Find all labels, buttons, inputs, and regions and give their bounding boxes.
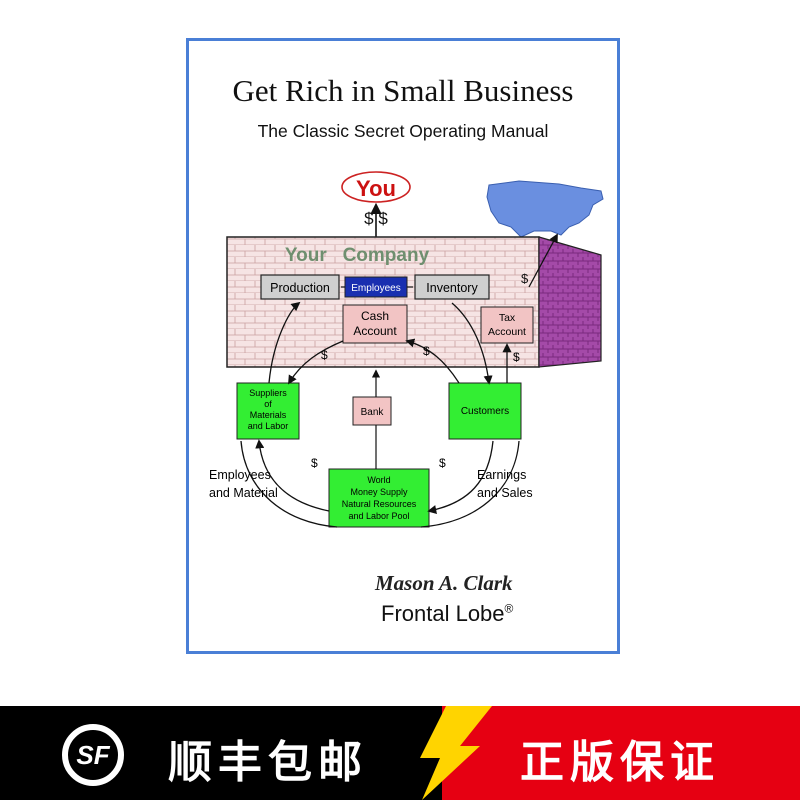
dollar-label: $ xyxy=(423,344,430,358)
tax-label-2: Account xyxy=(488,326,526,338)
tax-label-1: Tax xyxy=(499,312,516,324)
suppliers-box xyxy=(236,382,300,440)
suppliers-label-3: Materials xyxy=(250,410,287,420)
employees-label: Employees xyxy=(351,283,400,294)
genuine-guarantee-text: 正版保证 xyxy=(520,737,720,788)
right-label-1: Earnings xyxy=(477,468,526,482)
dollar-label: $ xyxy=(311,456,318,470)
suppliers-label-4: and Labor xyxy=(248,421,289,431)
inventory-box xyxy=(414,274,490,300)
dollar-label: $ xyxy=(513,350,520,364)
usa-map-icon xyxy=(486,180,604,238)
cash-label-1: Cash xyxy=(361,309,389,323)
world-label-2: Money Supply xyxy=(350,487,408,497)
bank-label: Bank xyxy=(361,407,385,418)
customers-label: Customers xyxy=(461,406,509,417)
world-label-1: World xyxy=(367,475,390,485)
world-label-4: and Labor Pool xyxy=(348,511,409,521)
business-flow-diagram: You $ $ Your Company $ Production Employ… xyxy=(209,171,604,528)
tax-account-box xyxy=(480,306,534,344)
book-cover: Get Rich in Small Business The Classic S… xyxy=(186,38,620,654)
book-title: Get Rich in Small Business xyxy=(232,73,574,108)
company-side-wall xyxy=(538,236,602,368)
sf-express-logo-icon: SF xyxy=(62,724,124,786)
world-box xyxy=(328,468,430,528)
publisher-name: Frontal Lobe xyxy=(381,601,505,626)
promo-banner-red xyxy=(442,706,800,800)
bank-box xyxy=(352,396,392,426)
production-box xyxy=(260,274,340,300)
world-label-3: Natural Resources xyxy=(342,499,417,509)
book-publisher: Frontal Lobe® xyxy=(381,601,513,627)
svg-text:SF: SF xyxy=(76,740,110,770)
free-shipping-text: 顺丰包邮 xyxy=(168,737,368,788)
registered-mark: ® xyxy=(504,601,514,616)
dollar-label: $ xyxy=(439,456,446,470)
suppliers-label-2: of xyxy=(264,399,272,409)
production-label: Production xyxy=(270,281,330,295)
left-label-1: Employees xyxy=(209,468,271,482)
company-label: Your Company xyxy=(285,245,430,266)
cash-label-2: Account xyxy=(353,324,397,338)
cash-account-box xyxy=(342,304,408,344)
inventory-label: Inventory xyxy=(426,281,478,295)
left-label-2: and Material xyxy=(209,486,278,500)
suppliers-label-1: Suppliers xyxy=(249,388,287,398)
you-label: You xyxy=(356,176,396,201)
lightning-bolt-icon xyxy=(420,706,492,800)
book-author: Mason A. Clark xyxy=(375,571,513,595)
book-subtitle: The Classic Secret Operating Manual xyxy=(257,121,549,141)
dollar-label: $ xyxy=(521,271,529,286)
dollar-label: $ xyxy=(321,348,328,362)
right-label-2: and Sales xyxy=(477,486,533,500)
you-ellipse xyxy=(341,171,411,203)
